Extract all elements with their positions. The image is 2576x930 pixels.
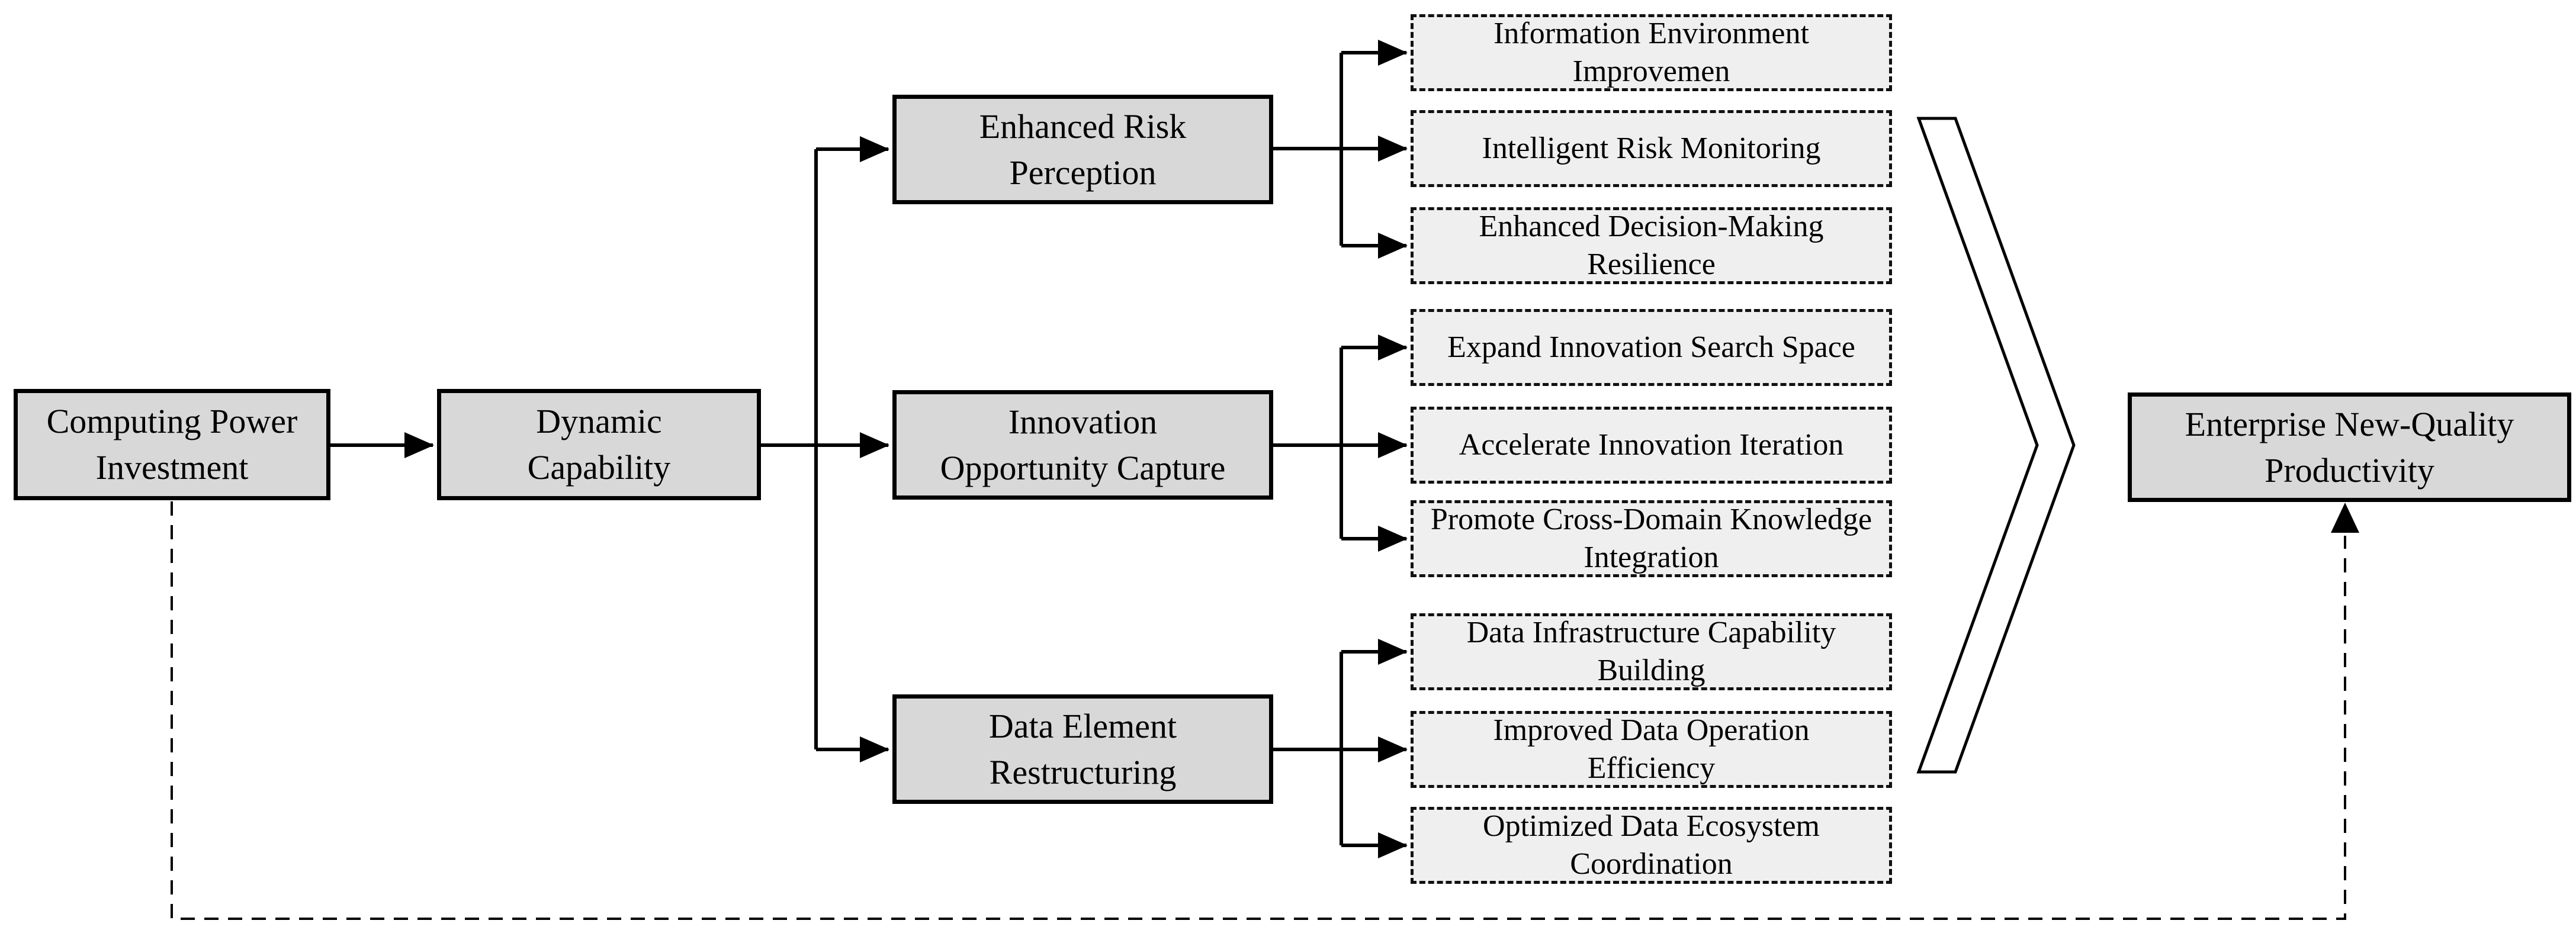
outcome-label: Information Environment Improvemen: [1493, 17, 1809, 88]
outcome-optimized-data-ecosystem-coordination: Optimized Data Ecosystem Coordination: [1411, 807, 1892, 884]
feedback-loop: [171, 501, 2359, 920]
outcome-promote-cross-domain-knowledge-integration: Promote Cross-Domain Knowledge Integrati…: [1411, 500, 1892, 577]
node-label-line: Capability: [527, 448, 671, 487]
solid-connectors: [330, 40, 1408, 858]
outcome-label: Enhanced Decision-Making Resilience: [1479, 210, 1824, 281]
outcome-improved-data-operation-efficiency: Improved Data Operation Efficiency: [1411, 711, 1892, 788]
feedback-dashed-line: [171, 501, 2346, 920]
outcome-expand-innovation-search-space: Expand Innovation Search Space: [1411, 309, 1892, 386]
node-innovation-opportunity-capture: Innovation Opportunity Capture: [892, 390, 1273, 500]
outcome-label: Data Infrastructure Capability Building: [1466, 616, 1836, 687]
outcome-label: Improved Data Operation Efficiency: [1493, 713, 1810, 785]
node-label-line: Computing Power: [46, 402, 298, 440]
outcome-intelligent-risk-monitoring: Intelligent Risk Monitoring: [1411, 110, 1892, 187]
node-label-line: Perception: [1009, 153, 1157, 192]
node-label-line: Dynamic: [536, 402, 662, 440]
outcome-label: Optimized Data Ecosystem Coordination: [1483, 809, 1820, 881]
node-dynamic-capability: Dynamic Capability: [437, 389, 761, 500]
node-label-line: Enhanced Risk: [979, 107, 1187, 146]
node-enterprise-new-quality-productivity: Enterprise New-Quality Productivity: [2128, 392, 2571, 502]
feedback-arrowhead-icon: [2331, 503, 2359, 533]
outcome-information-environment-improvemen: Information Environment Improvemen: [1411, 14, 1892, 91]
node-label-line: Data Element: [988, 706, 1177, 745]
node-label-line: Restructuring: [989, 752, 1177, 791]
node-label-line: Productivity: [2265, 450, 2434, 490]
node-data-element-restructuring: Data Element Restructuring: [892, 694, 1273, 804]
chevron-band-icon: [1916, 117, 2076, 774]
node-label-line: Enterprise New-Quality: [2185, 404, 2514, 443]
outcome-label: Accelerate Innovation Iteration: [1459, 428, 1844, 462]
outcome-label: Expand Innovation Search Space: [1447, 330, 1855, 364]
node-enhanced-risk-perception: Enhanced Risk Perception: [892, 95, 1273, 204]
outcome-label: Promote Cross-Domain Knowledge Integrati…: [1430, 503, 1872, 574]
node-label-line: Opportunity Capture: [940, 448, 1226, 487]
node-label-line: Innovation: [1008, 402, 1158, 441]
node-computing-power-investment: Computing Power Investment: [14, 389, 330, 500]
outcome-label: Intelligent Risk Monitoring: [1482, 131, 1821, 165]
outcome-data-infrastructure-capability-building: Data Infrastructure Capability Building: [1411, 613, 1892, 690]
node-label-line: Investment: [95, 448, 249, 487]
outcome-enhanced-decision-making-resilience: Enhanced Decision-Making Resilience: [1411, 207, 1892, 284]
outcome-accelerate-innovation-iteration: Accelerate Innovation Iteration: [1411, 407, 1892, 484]
